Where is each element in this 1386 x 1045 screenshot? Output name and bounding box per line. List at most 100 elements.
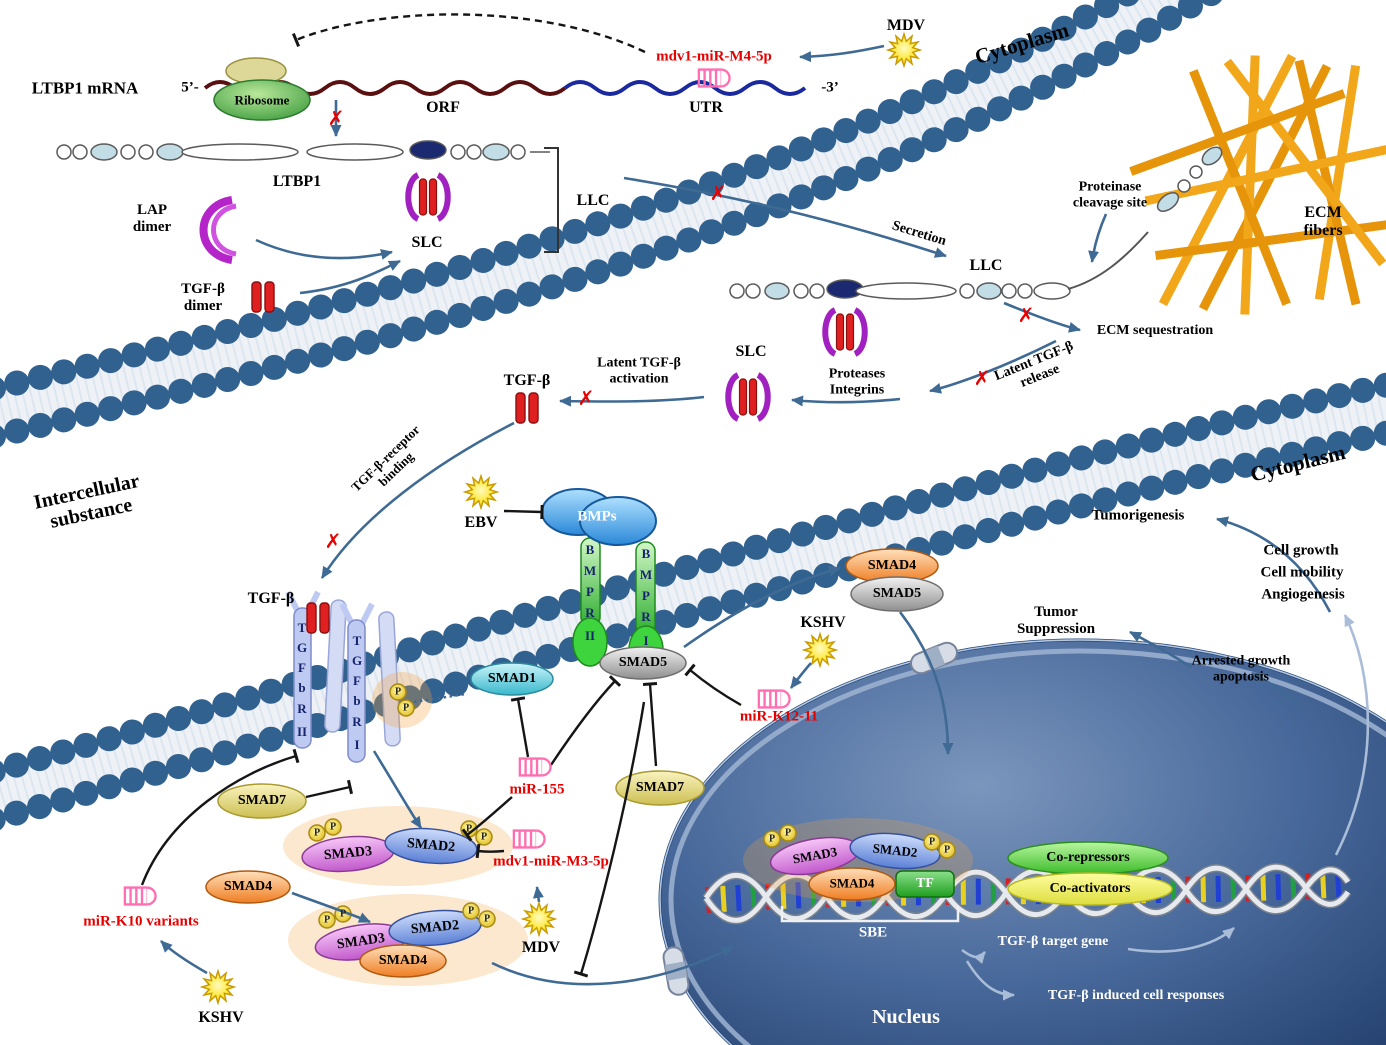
- cell-membrane-upper: [0, 0, 1225, 448]
- co-activators-shape: [1007, 872, 1173, 906]
- label-tgfb-receptor: TGF-β: [247, 590, 295, 608]
- label-utr: UTR: [689, 99, 723, 117]
- tgfb-bound-dimer: [306, 602, 330, 634]
- lap-dimer-shape: [199, 196, 237, 264]
- bmpr1-letter: R: [641, 609, 651, 624]
- inhibition-mir155-smad5: [550, 675, 622, 766]
- label-smad4-left: SMAD4: [223, 879, 273, 895]
- slc-complex-top: [408, 175, 448, 219]
- label-smad7-right: SMAD7: [635, 780, 685, 796]
- mirna-hairpin-icon: [758, 691, 790, 708]
- arrow-kshv-to-mir-k12-11: [789, 662, 812, 689]
- label-co-repressors: Co-repressors: [1046, 850, 1130, 866]
- label-llc-right: LLC: [969, 257, 1003, 275]
- ltbp1-protein: [56, 140, 550, 161]
- label-mdv-top: MDV: [886, 17, 926, 35]
- label-5-prime: 5’-: [181, 79, 199, 96]
- bmps-ligand: [541, 488, 657, 546]
- inhibition-mir155-smad1: [510, 696, 530, 758]
- smad1-shape: [470, 662, 554, 696]
- bmpr1-letter: I: [643, 633, 649, 648]
- label-slc-mid: SLC: [735, 343, 767, 361]
- label-mir-k10-variants: miR-K10 variants: [83, 913, 199, 930]
- arrow-latent-release: [929, 339, 1057, 394]
- smad7-right-shape: [615, 770, 705, 806]
- slc-complex-on-llc: [825, 310, 865, 354]
- tgfbr1-letter: R: [352, 714, 362, 729]
- arrow-smad5-to-smad4-pair: [683, 565, 841, 649]
- tgfbr1-letter: F: [353, 673, 361, 688]
- arrow-proteases-integrins: [791, 395, 901, 407]
- label-mir-155: miR-155: [509, 781, 565, 798]
- arrow-secretion: [623, 176, 947, 258]
- tgfbr2-letter: G: [296, 640, 308, 655]
- transcription-complex: [743, 818, 1173, 906]
- utr-region: [563, 80, 807, 96]
- inhibition-ebv-bmps: [503, 504, 544, 520]
- kshv-virus-icon: [201, 970, 235, 1004]
- label-mdv-bottom: MDV: [521, 939, 561, 957]
- bmpr1-letter: P: [642, 588, 650, 603]
- label-induced-responses: TGF-β induced cell responses: [1047, 988, 1225, 1004]
- label-ribosome: Ribosome: [234, 92, 290, 108]
- slc-complex-mid: [728, 375, 768, 419]
- tf-box: [895, 870, 955, 898]
- label-tgfb-dimer: TGF-β dimer: [181, 281, 225, 314]
- label-ltbp1: LTBP1: [272, 173, 322, 191]
- smad4-b-shape: [359, 944, 447, 978]
- label-mdv1-mir-m4-5p: mdv1-miR-M4-5p: [656, 48, 772, 65]
- tgfbr2-letter: T: [297, 620, 307, 635]
- tgfb-free-dimer: [515, 392, 539, 424]
- dotted-receptor-to-smad1: [413, 692, 467, 704]
- bmpr2-letter: R: [585, 605, 595, 620]
- label-smad5-pair: SMAD5: [872, 586, 922, 602]
- phosphate-label: P: [465, 823, 473, 835]
- label-angiogenesis: Angiogenesis: [1261, 586, 1345, 603]
- mdv-virus-icon: [522, 902, 556, 936]
- tgfb-dimer-shape: [251, 281, 275, 313]
- label-slc-top: SLC: [411, 234, 443, 252]
- phosphate-label: P: [483, 913, 491, 925]
- label-smad7-left: SMAD7: [237, 793, 287, 809]
- label-tumor-suppression: Tumor Suppression: [1016, 604, 1096, 637]
- phosphate-label: P: [339, 908, 347, 920]
- arrow-mdv-to-mir-m3: [533, 886, 544, 903]
- arrow-to-tumor-suppression: [1129, 630, 1192, 669]
- blocked-x-icon: ✗: [973, 366, 991, 390]
- phosphate-label: P: [480, 831, 488, 843]
- arrow-target-to-responses: [965, 960, 1015, 1001]
- ecm-anchor-chain: [1156, 146, 1223, 212]
- label-co-activators: Co-activators: [1049, 881, 1131, 897]
- label-ecm-sequestration: ECM sequestration: [1096, 323, 1214, 339]
- arrow-sbe-to-target-gene: [961, 948, 986, 964]
- inhibition-mir-m3-smad2: [475, 843, 505, 859]
- inhibition-mir155-smad2: [461, 796, 513, 842]
- arrow-smad4-to-complex: [291, 891, 371, 924]
- label-latent-activation: Latent TGF-β activation: [597, 355, 681, 386]
- mdv-virus-icon: [887, 33, 921, 67]
- kshv-virus-icon: [803, 633, 837, 667]
- smad5-pair-shape: [850, 576, 944, 612]
- sbe-bracket: [780, 906, 960, 923]
- arrow-to-arrested-growth: [1251, 671, 1302, 707]
- label-arrested-growth: Arrested growth apoptosis: [1191, 653, 1291, 684]
- arrow-complex-to-nucleus: [491, 945, 734, 986]
- inhibition-mir-m4-translation: [291, 13, 646, 54]
- mirna-hairpin-icon: [124, 888, 156, 905]
- phosphate-label: P: [784, 827, 792, 839]
- bmpr2-letter: II: [584, 628, 596, 643]
- label-cell-growth: Cell growth: [1263, 542, 1339, 559]
- bmpr1-letter: M: [639, 567, 653, 582]
- nuc-smad4-shape: [808, 867, 896, 901]
- label-tumorigenesis: Tumorigenesis: [1091, 507, 1185, 524]
- label-ecm-fibers: ECM fibers: [1303, 204, 1343, 239]
- phosphate-label: P: [467, 905, 475, 917]
- label-nucleus: Nucleus: [872, 1005, 940, 1028]
- phosphate-label: P: [313, 827, 321, 839]
- bmpr1-letter: B: [641, 546, 651, 561]
- label-smad5: SMAD5: [618, 655, 668, 671]
- label-tf: TF: [916, 876, 934, 892]
- label-cell-mobility: Cell mobility: [1260, 564, 1344, 581]
- ecm-fibers: [1129, 53, 1386, 315]
